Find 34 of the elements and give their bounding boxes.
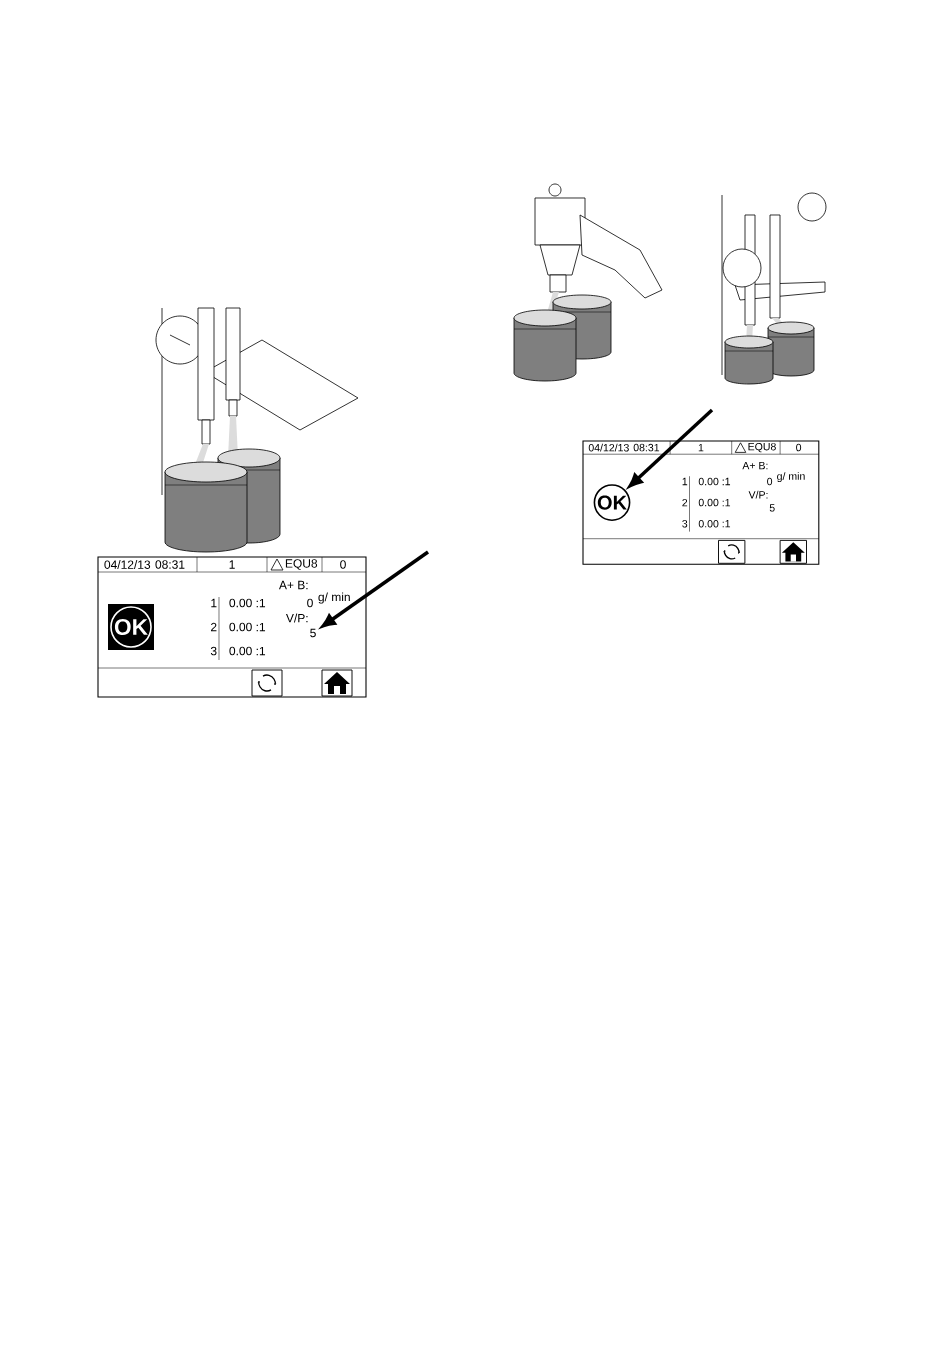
display-text: 0.00 :1	[229, 622, 266, 632]
arrow	[628, 408, 714, 488]
display-text: V/P:	[748, 490, 768, 499]
display-text: 04/12/13	[588, 443, 629, 452]
display-text: 0.00 :1	[229, 646, 266, 656]
display-text: A+ B:	[278, 580, 308, 590]
display-text: 0	[796, 443, 802, 452]
arrow	[321, 550, 429, 628]
display-text: 0.00 :1	[698, 519, 731, 528]
display-text: 0	[767, 477, 773, 486]
row-number: 3	[210, 646, 217, 656]
row-number: 1	[211, 598, 217, 608]
display-text: 1	[229, 560, 235, 569]
display-text: 1	[698, 443, 704, 452]
display-text: EQU8	[748, 442, 776, 453]
display-text: 0.00 :1	[229, 598, 266, 608]
row-number: 2	[682, 498, 688, 507]
display-text: 5	[310, 628, 316, 638]
display-text: 0	[340, 560, 346, 569]
display-text: g/ min	[318, 592, 350, 604]
row-number: 2	[211, 622, 217, 632]
display-text: 5	[769, 504, 775, 512]
display-text: 0.00 :1	[698, 498, 731, 507]
display-text: 0	[307, 598, 313, 608]
display-text: g/ min	[777, 472, 805, 482]
display-text: 08:31	[155, 560, 185, 569]
display-text: 04/12/13	[104, 560, 151, 569]
row-number: 3	[682, 519, 688, 528]
display-text: A+ B:	[742, 461, 768, 470]
row-number: 1	[682, 477, 688, 486]
display-text: 0.00 :1	[698, 477, 731, 486]
display-text: 08:31	[633, 443, 660, 452]
display-text: V/P:	[286, 613, 308, 623]
display-text: EQU8	[285, 559, 318, 570]
